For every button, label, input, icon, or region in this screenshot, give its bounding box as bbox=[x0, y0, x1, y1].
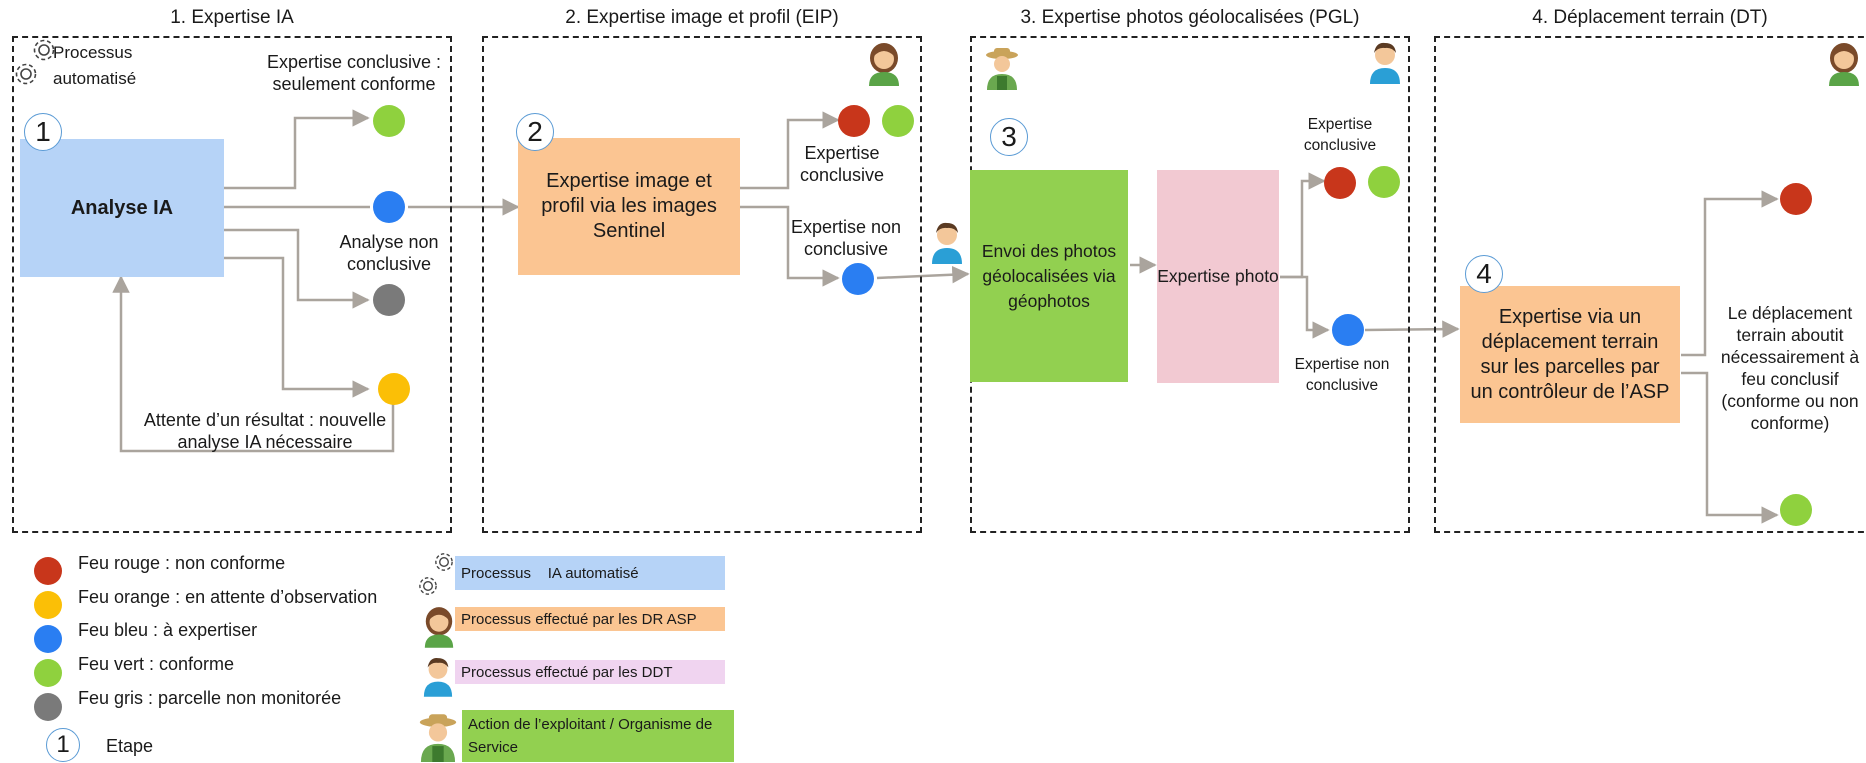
step-4-badge: 4 bbox=[1465, 255, 1503, 293]
woman-officer-icon bbox=[424, 607, 454, 648]
farmer-icon bbox=[419, 714, 457, 762]
green-light bbox=[1780, 494, 1812, 526]
blue-light bbox=[1332, 314, 1364, 346]
legend-step-badge: 1 bbox=[46, 728, 80, 762]
legend-blue-dot bbox=[34, 625, 62, 653]
orange-light bbox=[378, 373, 410, 405]
legend-green-label: Feu vert : conforme bbox=[78, 654, 235, 674]
legend-proc-dr: Processus effectué par les DR ASP bbox=[455, 607, 725, 631]
man-officer-icon bbox=[1370, 42, 1400, 84]
man-officer-icon bbox=[423, 658, 453, 697]
legend-action: Action de l’exploitant / Organisme de Se… bbox=[462, 710, 734, 762]
processus-automatise-label: Processus automatisé bbox=[53, 43, 137, 88]
section-box-1 bbox=[12, 36, 452, 533]
pgl-non-conclusive-label: Expertise non conclusive bbox=[1294, 356, 1390, 394]
red-light bbox=[838, 105, 870, 137]
attente-label: Attente d’un résultat : nouvelle analyse… bbox=[143, 410, 387, 452]
legend-proc-ia: Processus IA automatisé bbox=[455, 556, 725, 590]
woman-officer-icon bbox=[869, 43, 899, 86]
legend-orange-dot bbox=[34, 591, 62, 619]
woman-officer-icon bbox=[1829, 43, 1859, 86]
legend-gray-label: Feu gris : parcelle non monitorée bbox=[78, 688, 342, 708]
section-title-3: 3. Expertise photos géolocalisées (PGL) bbox=[1020, 7, 1360, 28]
gray-light bbox=[373, 284, 405, 316]
legend-red-dot bbox=[34, 557, 62, 585]
legend-green-dot bbox=[34, 659, 62, 687]
envoi-photos-box: Envoi des photos géolocalisées via géoph… bbox=[970, 170, 1128, 382]
gear-icon bbox=[419, 577, 437, 595]
farmer-icon bbox=[986, 48, 1018, 90]
red-light bbox=[1780, 183, 1812, 215]
dt-box-label: Expertise via un déplacement terrain sur… bbox=[1470, 305, 1670, 403]
green-light bbox=[373, 105, 405, 137]
section-title-2: 2. Expertise image et profil (EIP) bbox=[565, 7, 839, 28]
blue-light bbox=[842, 263, 874, 295]
dt-result-label: Le déplacement terrain aboutit nécessair… bbox=[1720, 303, 1860, 433]
green-light bbox=[882, 105, 914, 137]
section-box-2 bbox=[482, 36, 922, 533]
conclusive-conforme-label: Expertise conclusive : seulement conform… bbox=[266, 52, 442, 94]
analyse-ia-label: Analyse IA bbox=[70, 196, 174, 219]
gear-icon bbox=[33, 39, 55, 61]
analyse-non-conclusive-label: Analyse non conclusive bbox=[339, 232, 439, 274]
legend-step-label: Etape bbox=[106, 736, 154, 756]
green-light bbox=[1368, 166, 1400, 198]
eip-conclusive-label: Expertise conclusive bbox=[799, 143, 885, 185]
eip-box: Expertise image et profil via les images… bbox=[518, 138, 740, 275]
legend-orange-label: Feu orange : en attente d’observation bbox=[78, 587, 378, 607]
section-title-4: 4. Déplacement terrain (DT) bbox=[1532, 7, 1768, 28]
expertise-photo-label: Expertise photo bbox=[1157, 266, 1279, 286]
eip-non-conclusive-label: Expertise non conclusive bbox=[790, 217, 902, 259]
section-box-4 bbox=[1434, 36, 1866, 533]
legend-red-label: Feu rouge : non conforme bbox=[78, 553, 286, 573]
legend-blue-label: Feu bleu : à expertiser bbox=[78, 620, 258, 640]
step-1-badge: 1 bbox=[24, 113, 62, 151]
man-officer-icon bbox=[932, 222, 962, 264]
expertise-photo-box: Expertise photo bbox=[1157, 170, 1279, 383]
gear-icon bbox=[435, 553, 453, 571]
step-3-badge: 3 bbox=[990, 118, 1028, 156]
red-light bbox=[1324, 167, 1356, 199]
blue-light bbox=[373, 191, 405, 223]
step-2-badge: 2 bbox=[516, 113, 554, 151]
gear-icon bbox=[15, 63, 37, 85]
legend-gray-dot bbox=[34, 693, 62, 721]
dt-box: Expertise via un déplacement terrain sur… bbox=[1460, 286, 1680, 423]
eip-box-label: Expertise image et profil via les images… bbox=[541, 170, 717, 242]
pgl-conclusive-label: Expertise conclusive bbox=[1303, 116, 1377, 154]
legend-proc-ddt: Processus effectué par les DDT bbox=[455, 660, 725, 684]
section-title-1: 1. Expertise IA bbox=[170, 7, 294, 28]
analyse-ia-box: Analyse IA bbox=[20, 139, 224, 277]
envoi-photos-label: Envoi des photos géolocalisées via géoph… bbox=[981, 240, 1117, 311]
